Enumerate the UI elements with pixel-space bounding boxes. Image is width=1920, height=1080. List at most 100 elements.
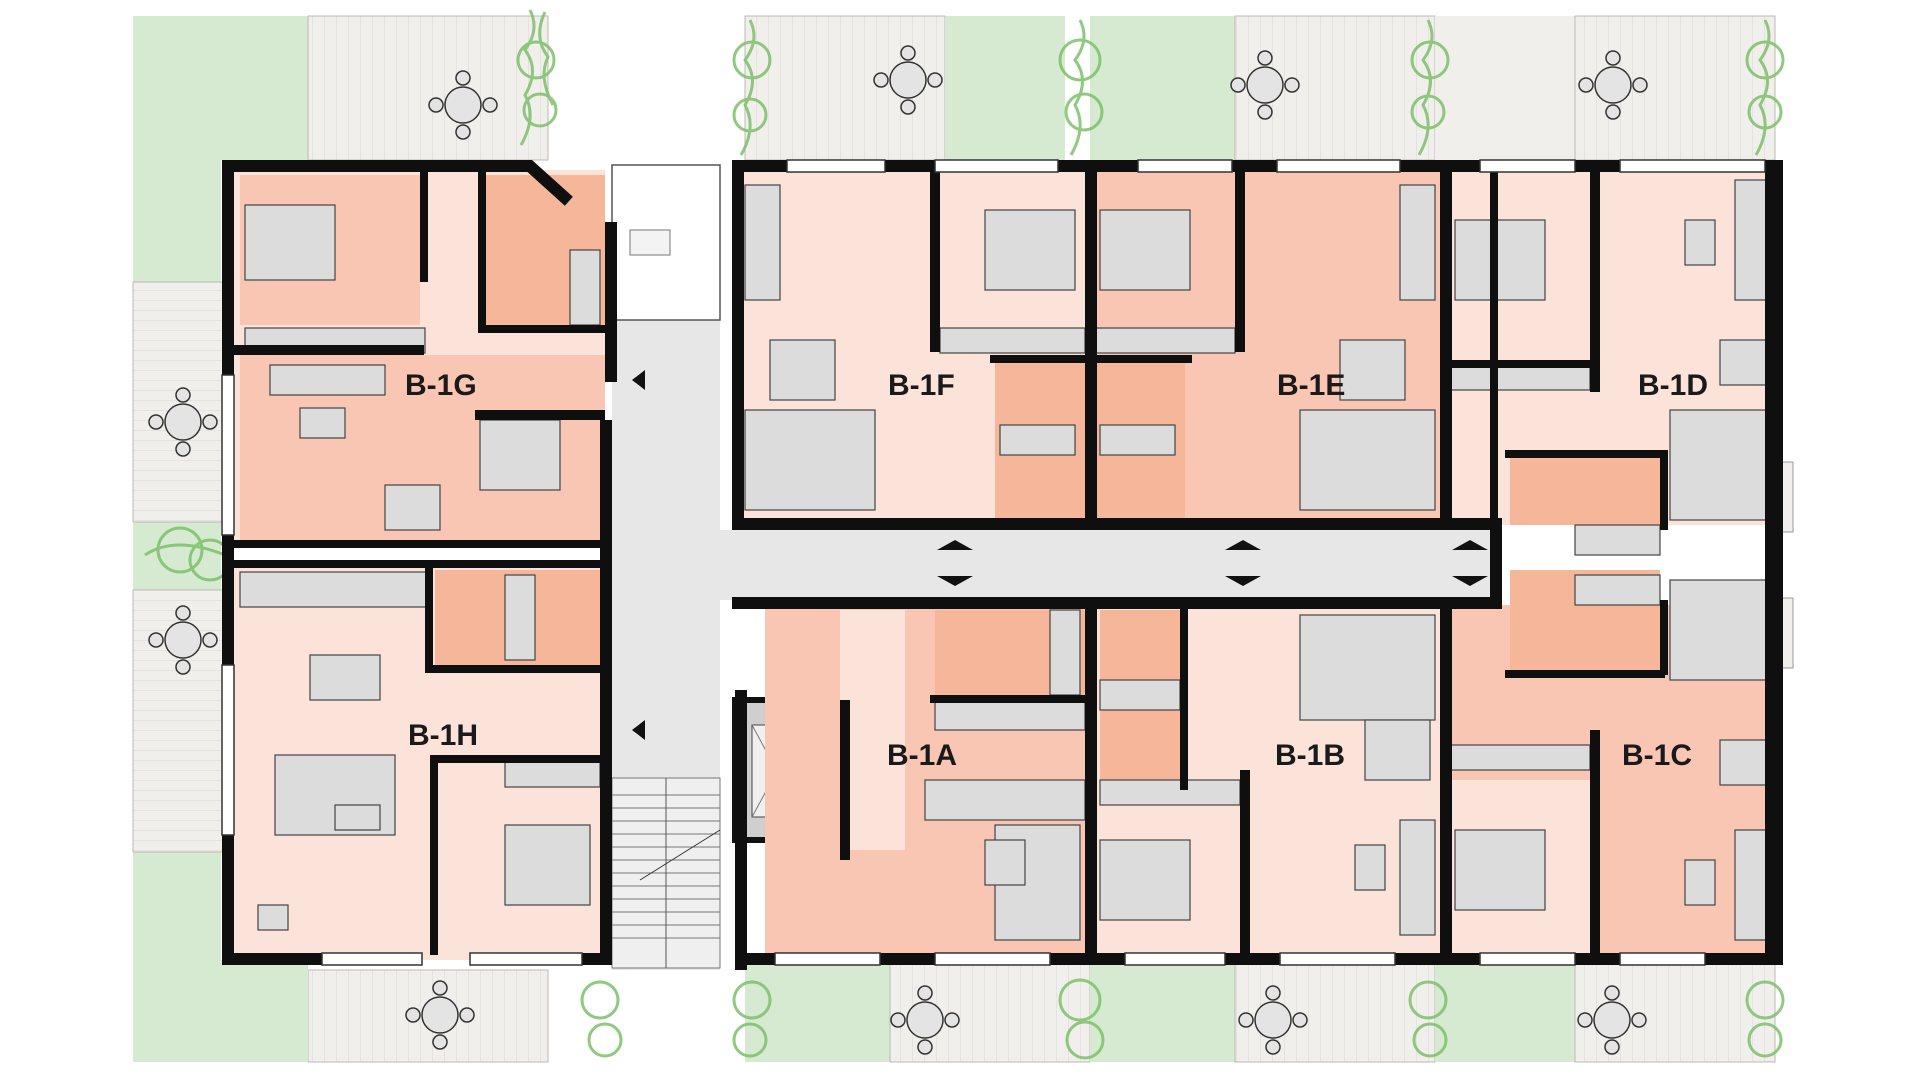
unit-label-B-1E: B-1E <box>1277 369 1345 402</box>
garden-top-1E-a <box>1090 16 1235 160</box>
bathtub-icon <box>1099 424 1176 456</box>
entry-arrow-icon <box>1452 576 1488 586</box>
entry-markers <box>632 370 1488 740</box>
window <box>774 952 881 966</box>
table-chairs-icon <box>405 980 475 1050</box>
terrace-top-1G <box>307 15 549 161</box>
wardrobe-icon <box>1449 364 1591 391</box>
unit-label-B-1F: B-1F <box>888 369 955 402</box>
table-chairs-icon <box>1238 985 1308 1055</box>
garden-top-1D-a <box>1435 16 1575 160</box>
wardrobe-icon <box>1094 327 1236 354</box>
table-chairs-icon <box>148 387 218 457</box>
sofa-icon <box>744 184 781 301</box>
entry-arrow-icon <box>1452 540 1488 550</box>
bathtub-icon <box>1574 524 1661 556</box>
bathtub-icon <box>504 574 536 661</box>
window <box>1619 952 1706 966</box>
unit-label-B-1G: B-1G <box>405 369 477 402</box>
window <box>321 952 423 966</box>
wardrobe-icon <box>1449 744 1591 771</box>
window <box>786 159 886 173</box>
dining-table-icon <box>1364 719 1431 781</box>
walls <box>222 160 1783 970</box>
wardrobe-icon <box>1099 779 1241 806</box>
window <box>469 952 583 966</box>
entry-arrow-icon <box>632 720 645 740</box>
bathroom <box>1510 455 1660 525</box>
plant-icon <box>1745 19 1785 156</box>
sofa-icon <box>269 364 386 396</box>
window <box>221 664 235 836</box>
garden-bottom-1A <box>745 962 890 1062</box>
table-icon <box>984 839 1026 886</box>
table-chairs-icon <box>1577 985 1647 1055</box>
table-icon <box>334 804 381 831</box>
circulation-core <box>611 164 1500 970</box>
plant-icon <box>1745 980 1785 1058</box>
window <box>1619 159 1766 173</box>
window <box>1479 952 1576 966</box>
bed-icon <box>244 204 336 281</box>
bathtub-icon <box>999 424 1076 456</box>
bed-icon <box>984 209 1076 291</box>
entrance-mat <box>629 229 671 256</box>
bed-icon <box>504 824 591 906</box>
bathroom <box>425 175 485 280</box>
entry-arrow-icon <box>632 370 645 390</box>
kitchen-counter-icon <box>1299 614 1436 721</box>
dining-table-icon <box>769 339 836 401</box>
outdoor-areas <box>132 15 1794 1063</box>
unit-label-B-1C: B-1C <box>1622 739 1692 772</box>
plant-icon <box>732 980 772 1058</box>
unit-label-B-1B: B-1B <box>1275 739 1345 772</box>
dining-table-icon <box>384 484 441 531</box>
dining-table-icon <box>1719 339 1771 386</box>
table-chairs-icon <box>890 985 960 1055</box>
window <box>934 159 1059 173</box>
table-chairs-icon <box>428 70 498 140</box>
unit-labels: B-1G B-1F B-1E B-1D B-1H B-1A B-1B B-1C <box>405 369 1708 772</box>
plant-icon <box>1408 980 1448 1058</box>
dining-table-icon <box>1719 739 1771 786</box>
sofa-icon <box>1399 819 1436 936</box>
sofa-icon <box>1734 179 1771 301</box>
bed-icon <box>1454 829 1546 911</box>
garden-top-1F <box>945 16 1065 160</box>
plant-icon <box>516 9 558 146</box>
entry-arrow-icon <box>1225 540 1261 550</box>
window <box>934 952 1051 966</box>
plant-icon <box>580 980 623 1058</box>
window <box>1479 159 1576 173</box>
unit-label-B-1D: B-1D <box>1638 369 1708 402</box>
wardrobe-icon <box>504 761 601 788</box>
table-chairs-icon <box>148 605 218 675</box>
garden-top-left <box>133 16 308 160</box>
kitchen-counter-icon <box>744 409 876 511</box>
table-chairs-icon <box>1230 50 1300 120</box>
hedge-plants <box>144 9 1785 1060</box>
cross-corridor <box>720 530 1500 600</box>
sofa-icon <box>1734 829 1771 941</box>
plant-icon <box>1410 19 1450 156</box>
plant-icon <box>1058 978 1105 1060</box>
unit-label-B-1A: B-1A <box>887 739 957 772</box>
entry-arrow-icon <box>937 576 973 586</box>
unit-label-B-1H: B-1H <box>408 719 478 752</box>
plant-icon <box>1058 19 1104 156</box>
bathtub-icon <box>1574 574 1661 606</box>
table-chairs-icon <box>873 45 943 115</box>
bathtub-icon <box>1049 609 1081 696</box>
wardrobe-icon <box>939 327 1086 354</box>
kitchen-counter-icon <box>1299 409 1436 511</box>
table-icon <box>1684 859 1716 906</box>
dining-table-icon <box>1339 339 1406 401</box>
bathtub-icon <box>1099 679 1181 711</box>
table-icon <box>1684 219 1716 266</box>
dining-table-icon <box>309 654 381 701</box>
furniture <box>239 179 1771 941</box>
bathtub-icon <box>569 249 601 326</box>
staircase <box>611 777 721 969</box>
entry-arrow-icon <box>1225 576 1261 586</box>
sofa-icon <box>1399 184 1436 301</box>
